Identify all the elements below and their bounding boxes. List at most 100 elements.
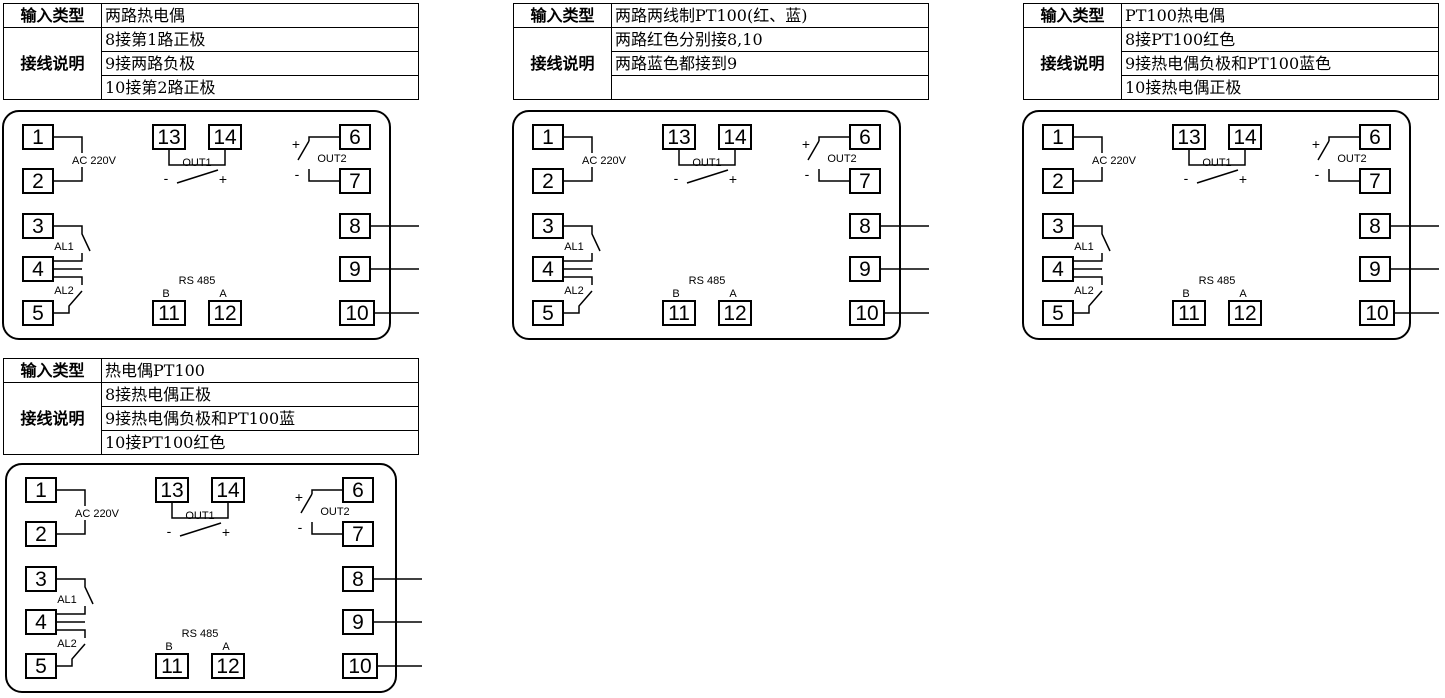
out2-wire [311, 489, 343, 494]
terminal-14: 14 [723, 126, 747, 149]
terminal-10: 10 [348, 655, 371, 678]
terminal-10: 10 [1365, 302, 1388, 325]
rs485-b-label: B [672, 288, 679, 300]
out1-label: OUT1 [185, 510, 214, 522]
terminal-5: 5 [1052, 302, 1064, 325]
terminal-4: 4 [1052, 258, 1064, 281]
wiring-table: 输入类型 热电偶PT100 接线说明 8接热电偶正极 9接热电偶负极和PT100… [3, 358, 419, 455]
wiring-line: 10接第2路正极 [101, 75, 419, 100]
alarm-wire [53, 253, 83, 262]
out2-label: OUT2 [1337, 153, 1366, 165]
terminal-3: 3 [542, 215, 554, 238]
al2-label: AL2 [564, 285, 584, 297]
out2-wire [311, 522, 343, 535]
input-type-value: 两路热电偶 [101, 3, 419, 28]
out1-switch [179, 522, 222, 537]
terminal-8: 8 [859, 215, 871, 238]
out2-wire [1328, 136, 1360, 141]
out1-minus: - [167, 523, 172, 539]
terminal-1: 1 [1052, 126, 1064, 149]
wiring-line: 两路蓝色都接到9 [611, 51, 929, 76]
rs485-label: RS 485 [689, 275, 726, 287]
out1-label: OUT1 [1202, 157, 1231, 169]
alarm-wire [563, 253, 593, 262]
terminal-box [211, 653, 245, 679]
out2-plus: + [1312, 136, 1320, 152]
terminal-9: 9 [1369, 258, 1381, 281]
alarm-wire [53, 290, 83, 314]
terminal-2: 2 [35, 523, 47, 546]
input-type-header: 输入类型 [1023, 3, 1122, 28]
terminal-13: 13 [1177, 126, 1200, 149]
alarm-wire [563, 276, 593, 285]
input-type-value: PT100热电偶 [1121, 3, 1439, 28]
wiring-table: 输入类型 两路热电偶 接线说明 8接第1路正极 9接两路负极 10接第2路正极 [3, 3, 419, 100]
terminal-13: 13 [157, 126, 180, 149]
out2-switch [300, 493, 313, 514]
wiring-header: 接线说明 [1023, 27, 1122, 100]
terminal-1: 1 [542, 126, 554, 149]
terminal-5: 5 [542, 302, 554, 325]
out2-switch [297, 140, 310, 161]
controller-outline [2, 110, 391, 340]
terminal-14: 14 [216, 479, 240, 502]
terminal-box [155, 653, 189, 679]
al1-label: AL1 [564, 241, 584, 253]
controller-outline [5, 463, 397, 693]
out2-minus: - [298, 519, 303, 535]
power-wire [53, 167, 83, 182]
out1-wire [168, 149, 226, 166]
ac-220v-label: AC 220V [1092, 155, 1137, 167]
controller-outline [512, 110, 901, 340]
terminal-1: 1 [35, 479, 47, 502]
out1-switch [176, 169, 219, 184]
power-wire [53, 136, 83, 153]
out1-wire [678, 149, 736, 166]
terminal-10: 10 [345, 302, 368, 325]
rs485-b-label: B [165, 641, 172, 653]
terminal-5: 5 [32, 302, 44, 325]
terminal-9: 9 [352, 611, 364, 634]
out2-label: OUT2 [320, 506, 349, 518]
terminal-box [208, 300, 242, 326]
al1-label: AL1 [57, 594, 77, 606]
out2-label: OUT2 [317, 153, 346, 165]
terminal-diagram: 1 2 3 4 5 6 7 8 9 10 11 12 13 14 AC 220V… [2, 110, 419, 340]
power-wire [56, 520, 86, 535]
rs485-a-label: A [222, 641, 230, 653]
wiring-line: 10接PT100红色 [101, 430, 419, 455]
wiring-header: 接线说明 [513, 27, 612, 100]
terminal-8: 8 [352, 568, 364, 591]
rs485-b-label: B [1182, 288, 1189, 300]
terminal-11: 11 [158, 302, 180, 325]
power-wire [1073, 136, 1103, 153]
input-type-header: 输入类型 [513, 3, 612, 28]
terminal-6: 6 [349, 126, 361, 149]
out1-label: OUT1 [182, 157, 211, 169]
rs485-label: RS 485 [1199, 275, 1236, 287]
out2-label: OUT2 [827, 153, 856, 165]
terminal-diagram: 1 2 3 4 5 6 7 8 9 10 11 12 13 14 AC 220V… [1022, 110, 1439, 340]
terminal-9: 9 [349, 258, 361, 281]
out1-switch [1196, 169, 1239, 184]
out1-switch [686, 169, 729, 184]
wiring-table: 输入类型 PT100热电偶 接线说明 8接PT100红色 9接热电偶负极和PT1… [1023, 3, 1439, 100]
out2-plus: + [292, 136, 300, 152]
terminal-14: 14 [213, 126, 237, 149]
wiring-line: 两路红色分别接8,10 [611, 27, 929, 52]
rs485-a-label: A [219, 288, 227, 300]
wiring-table: 输入类型 两路两线制PT100(红、蓝) 接线说明 两路红色分别接8,10 两路… [513, 3, 929, 100]
terminal-13: 13 [160, 479, 183, 502]
out1-plus: + [222, 524, 230, 540]
terminal-14: 14 [1233, 126, 1257, 149]
terminal-6: 6 [352, 479, 364, 502]
terminal-1: 1 [32, 126, 44, 149]
terminal-8: 8 [1369, 215, 1381, 238]
terminal-11: 11 [1178, 302, 1200, 325]
terminal-box [662, 300, 696, 326]
rs485-label: RS 485 [182, 628, 219, 640]
terminal-6: 6 [1369, 126, 1381, 149]
rs485-b-label: B [162, 288, 169, 300]
wiring-line: 10接热电偶正极 [1121, 75, 1439, 100]
out1-wire [1188, 149, 1246, 166]
